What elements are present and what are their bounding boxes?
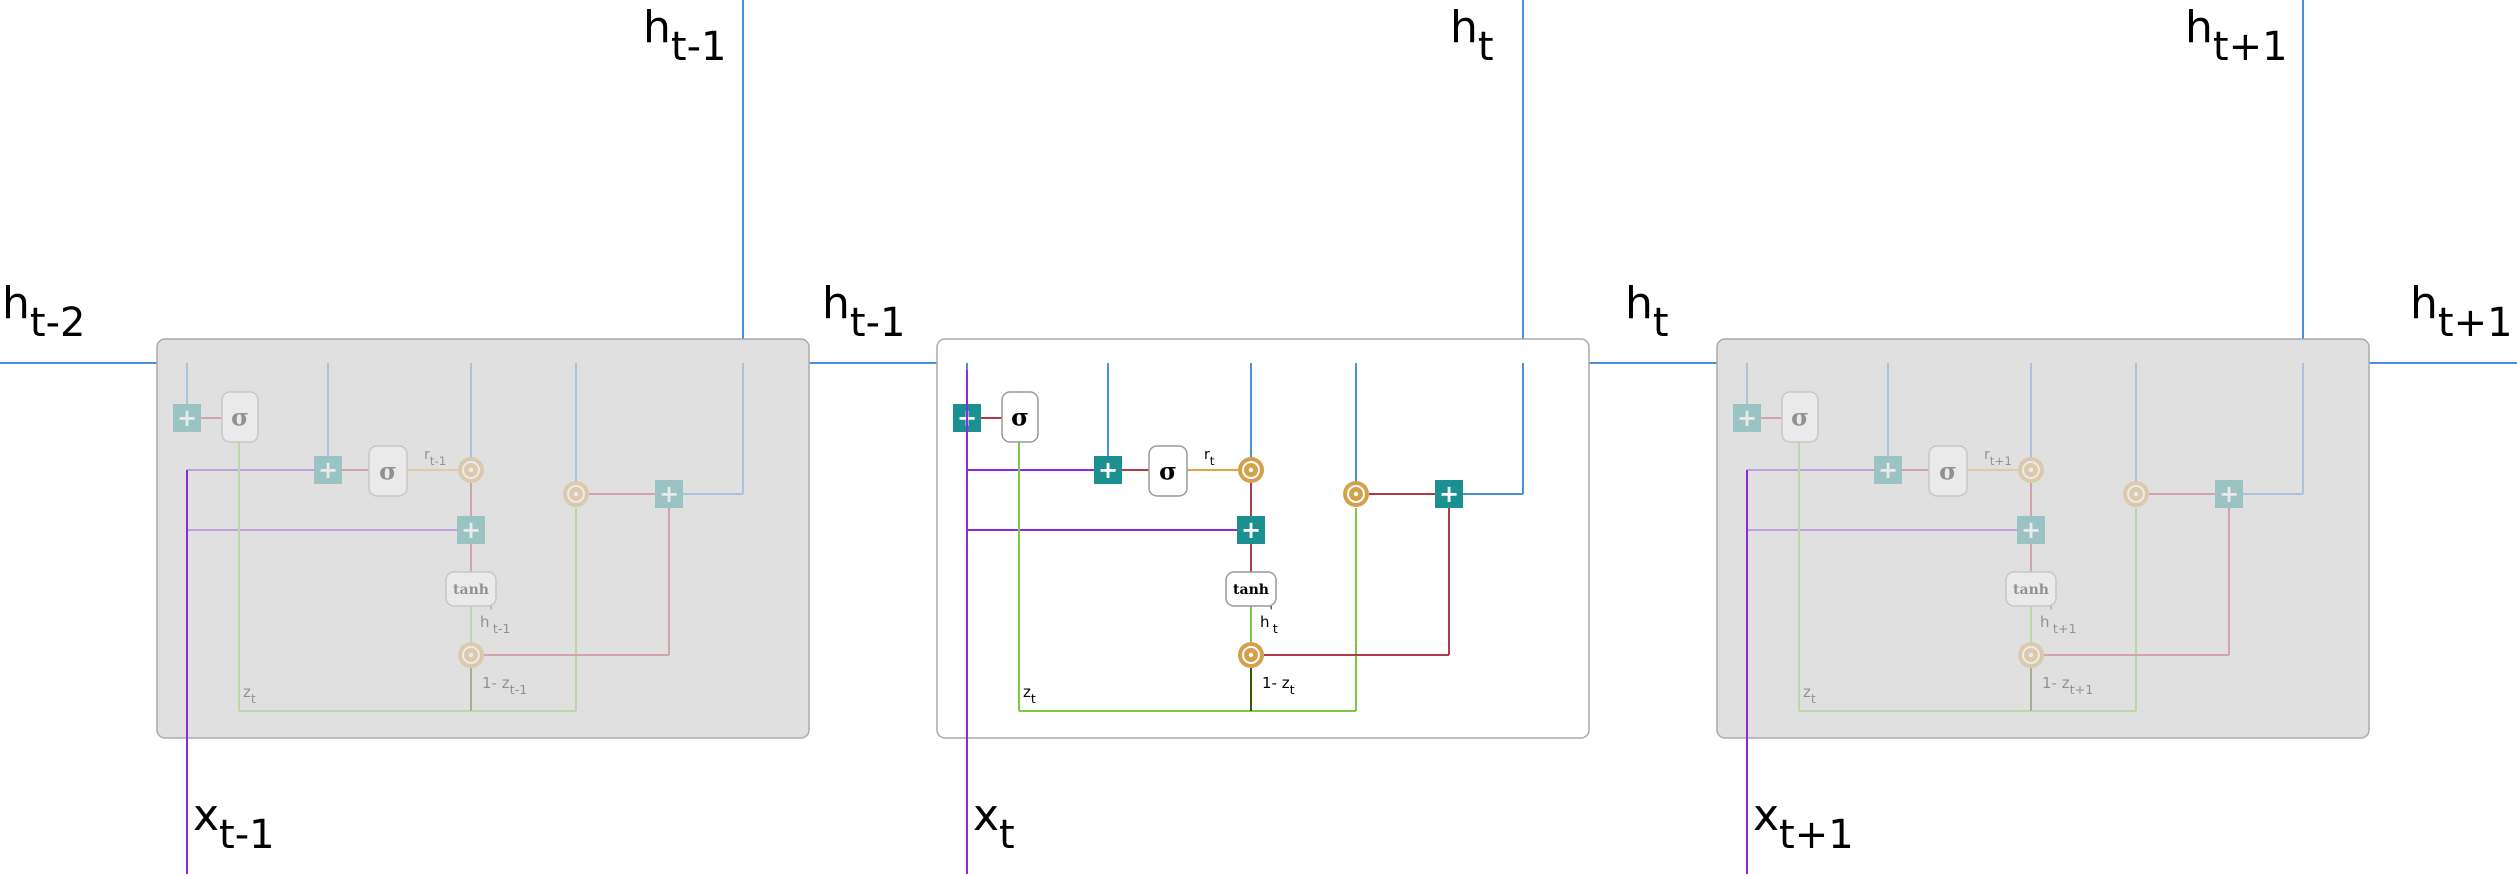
r-sigma-node: σ bbox=[1928, 445, 1968, 497]
cand-plus-node: + bbox=[1237, 516, 1265, 544]
keep-odot-node bbox=[1343, 481, 1369, 507]
r-sigma-node: σ bbox=[368, 445, 408, 497]
r-sigma-node: σ bbox=[1148, 445, 1188, 497]
keep-odot-node bbox=[563, 481, 589, 507]
cand-plus-node: + bbox=[2017, 516, 2045, 544]
cell-contents: + σ + σ + tanh + rt+1 h't+1 1- zt+1 zt bbox=[1733, 363, 2304, 712]
svg-text:σ: σ bbox=[379, 457, 397, 486]
svg-text:+: + bbox=[461, 516, 481, 544]
out-plus-node: + bbox=[2215, 480, 2243, 508]
svg-text:σ: σ bbox=[1159, 457, 1177, 486]
gru-cell-prev: + σ + σ + tanh + rt-1 h't-1 1- zt-1 zt bbox=[156, 338, 810, 739]
r-odot-node bbox=[1238, 457, 1264, 483]
r-plus-node: + bbox=[1094, 456, 1122, 484]
z-plus-node: + bbox=[173, 404, 201, 432]
label-z: zt bbox=[1803, 683, 1816, 707]
gru-cell-next: + σ + σ + tanh + rt+1 h't+1 1- zt+1 zt bbox=[1716, 338, 2370, 739]
svg-text:+: + bbox=[1878, 456, 1898, 484]
label-h-cand: h't bbox=[1260, 604, 1278, 637]
cell-box bbox=[156, 338, 810, 739]
label-x-cur: xt bbox=[973, 790, 1015, 858]
label-z: zt bbox=[243, 683, 256, 707]
svg-text:σ: σ bbox=[231, 403, 249, 432]
svg-text:tanh: tanh bbox=[1233, 582, 1269, 598]
label-h-in-prev: ht-2 bbox=[2, 278, 85, 346]
tanh-node: tanh bbox=[1225, 571, 1277, 607]
r-plus-node: + bbox=[314, 456, 342, 484]
cand-odot-node bbox=[1238, 642, 1264, 668]
cand-odot-node bbox=[2018, 642, 2044, 668]
label-z: zt bbox=[1023, 683, 1036, 707]
label-one-minus-z: 1- zt+1 bbox=[2042, 674, 2093, 698]
svg-text:+: + bbox=[318, 456, 338, 484]
cand-plus-node: + bbox=[457, 516, 485, 544]
z-plus-node: + bbox=[1733, 404, 1761, 432]
svg-text:+: + bbox=[1241, 516, 1261, 544]
label-r: rt-1 bbox=[424, 447, 446, 468]
svg-text:tanh: tanh bbox=[453, 582, 489, 598]
tanh-node: tanh bbox=[445, 571, 497, 607]
svg-text:σ: σ bbox=[1011, 403, 1029, 432]
label-h-in-next: ht bbox=[1625, 278, 1669, 346]
svg-text:tanh: tanh bbox=[2013, 582, 2049, 598]
svg-text:+: + bbox=[1737, 404, 1757, 432]
svg-text:+: + bbox=[659, 480, 679, 508]
label-h-out-right: ht+1 bbox=[2410, 278, 2513, 346]
svg-text:+: + bbox=[177, 404, 197, 432]
svg-text:+: + bbox=[1098, 456, 1118, 484]
svg-text:+: + bbox=[2219, 480, 2239, 508]
cell-contents: + σ + σ + tanh + rt-1 h't-1 1- zt-1 zt bbox=[173, 363, 744, 712]
svg-text:+: + bbox=[1439, 480, 1459, 508]
svg-text:+: + bbox=[2021, 516, 2041, 544]
out-plus-node: + bbox=[655, 480, 683, 508]
cand-odot-node bbox=[458, 642, 484, 668]
label-h-cand: h't+1 bbox=[2040, 604, 2077, 637]
z-sigma-node: σ bbox=[221, 391, 259, 443]
label-h-cand: h't-1 bbox=[480, 604, 511, 637]
z-sigma-node: σ bbox=[1781, 391, 1819, 443]
tanh-node: tanh bbox=[2005, 571, 2057, 607]
label-h-in-cur: ht-1 bbox=[822, 278, 905, 346]
label-x-prev: xt-1 bbox=[193, 790, 275, 858]
label-h-out-next: ht+1 bbox=[2185, 2, 2288, 70]
label-x-next: xt+1 bbox=[1753, 790, 1854, 858]
r-odot-node bbox=[2018, 457, 2044, 483]
r-odot-node bbox=[458, 457, 484, 483]
label-one-minus-z: 1- zt-1 bbox=[482, 674, 527, 698]
label-h-out-cur: ht bbox=[1450, 2, 1494, 70]
z-sigma-node: σ bbox=[1001, 391, 1039, 443]
label-one-minus-z: 1- zt bbox=[1262, 674, 1295, 698]
r-plus-node: + bbox=[1874, 456, 1902, 484]
out-plus-node: + bbox=[1435, 480, 1463, 508]
label-r: rt+1 bbox=[1984, 447, 2012, 468]
svg-text:σ: σ bbox=[1791, 403, 1809, 432]
svg-text:σ: σ bbox=[1939, 457, 1957, 486]
keep-odot-node bbox=[2123, 481, 2149, 507]
label-h-out-prev: ht-1 bbox=[643, 2, 726, 70]
label-r: rt bbox=[1204, 447, 1215, 468]
cell-box bbox=[1716, 338, 2370, 739]
